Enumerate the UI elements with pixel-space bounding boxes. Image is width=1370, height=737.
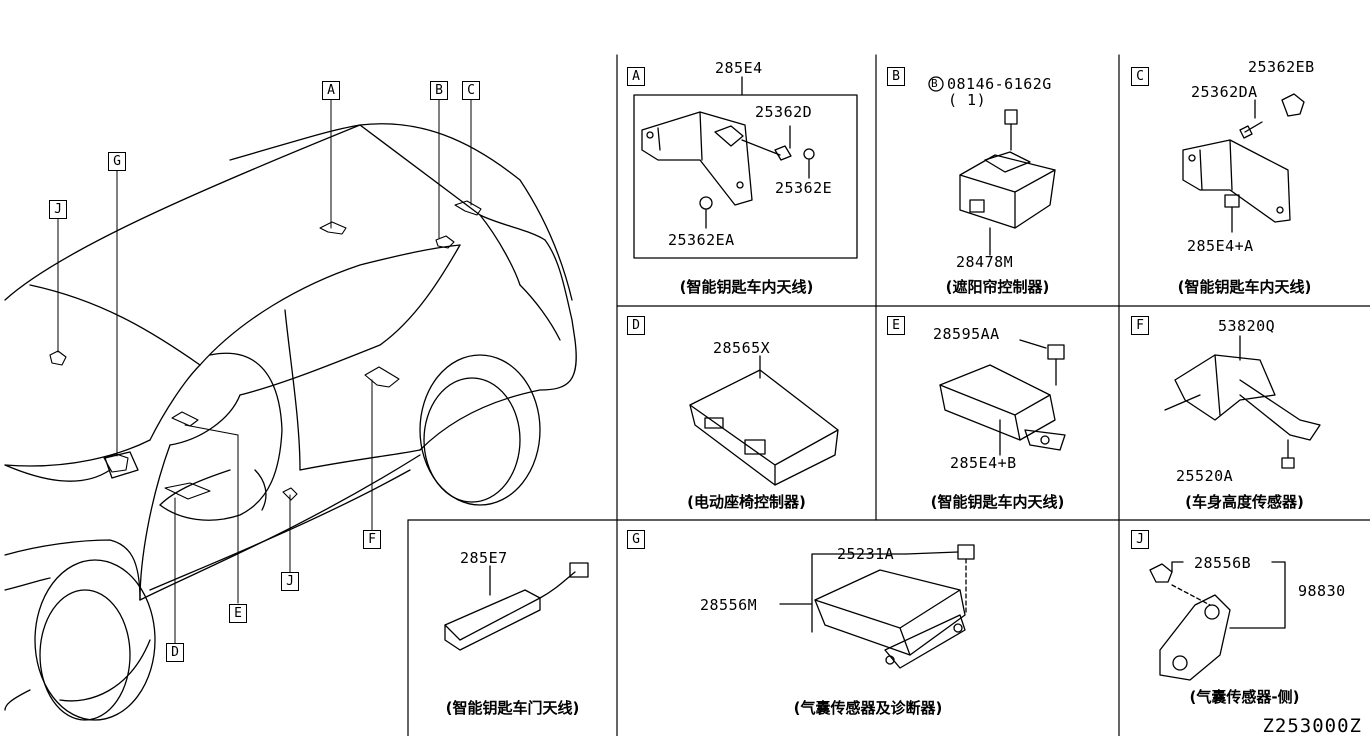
panel-door-antenna-caption: (智能钥匙车门天线) (445, 699, 580, 717)
part-25362ea: 25362EA (668, 231, 735, 249)
part-28556b: 28556B (1194, 554, 1252, 572)
panel-a-letter: A (627, 67, 645, 86)
panel-c-letter: C (1131, 67, 1149, 86)
car-callout-b: B (430, 81, 448, 100)
panel-f-caption: (车身高度传感器) (1185, 493, 1304, 511)
car-part-markers (49, 200, 482, 501)
part-28478m: 28478M (956, 253, 1014, 271)
part-53820q: 53820Q (1218, 317, 1276, 335)
part-08146-6162g: 08146-6162G (947, 75, 1052, 93)
car-callout-a: A (322, 81, 340, 100)
panel-g-letter: G (627, 530, 645, 549)
car-outline (4, 123, 577, 721)
part-285e4-a: 285E4+A (1187, 237, 1254, 255)
part-25362d: 25362D (755, 103, 813, 121)
part-25362da: 25362DA (1191, 83, 1258, 101)
panel-d-letter: D (627, 316, 645, 335)
car-callout-g: G (108, 152, 126, 171)
panel-f-letter: F (1131, 316, 1149, 335)
panel-b-letter: B (887, 67, 905, 86)
panel-a-art (633, 76, 858, 259)
part-98830: 98830 (1298, 582, 1346, 600)
part-285e4-b: 285E4+B (950, 454, 1017, 472)
panel-d-caption: (电动座椅控制器) (687, 493, 806, 511)
panel-c-caption: (智能钥匙车内天线) (1177, 278, 1312, 296)
panel-a-caption: (智能钥匙车内天线) (679, 278, 814, 296)
part-285e4: 285E4 (715, 59, 763, 77)
panel-j-letter: J (1131, 530, 1149, 549)
diagram-code: Z253000Z (1262, 715, 1362, 737)
part-qty: ( 1) (948, 91, 987, 109)
panel-c-art (1182, 93, 1305, 233)
part-25231a: 25231A (837, 545, 895, 563)
car-callout-j2: J (281, 572, 299, 591)
part-28565x: 28565X (713, 339, 771, 357)
part-25362eb: 25362EB (1248, 58, 1315, 76)
panel-d-art (689, 355, 839, 486)
panel-g-caption: (气囊传感器及诊断器) (793, 699, 943, 717)
car-callout-c: C (462, 81, 480, 100)
panel-door-antenna-art (444, 562, 589, 651)
panel-e-letter: E (887, 316, 905, 335)
car-callout-e: E (229, 604, 247, 623)
panel-b-art (928, 76, 1056, 256)
car-callout-f: F (363, 530, 381, 549)
part-28595aa: 28595AA (933, 325, 1000, 343)
panel-f-art (1164, 335, 1321, 469)
panel-j-caption: (气囊传感器-侧) (1189, 688, 1300, 706)
car-leader-lines (57, 99, 472, 644)
car-callout-j: J (49, 200, 67, 219)
part-25362e: 25362E (775, 179, 833, 197)
part-25520a: 25520A (1176, 467, 1234, 485)
panel-e-art (939, 339, 1066, 456)
panel-j-art (1149, 561, 1286, 681)
panel-e-caption: (智能钥匙车内天线) (930, 493, 1065, 511)
car-callout-d: D (166, 643, 184, 662)
part-285e7: 285E7 (460, 549, 508, 567)
bolt-circle-b: B (931, 77, 939, 90)
panel-grid (407, 54, 1370, 736)
part-28556m: 28556M (700, 596, 758, 614)
panel-g-art (779, 544, 975, 669)
panel-b-caption: (遮阳帘控制器) (945, 278, 1050, 296)
